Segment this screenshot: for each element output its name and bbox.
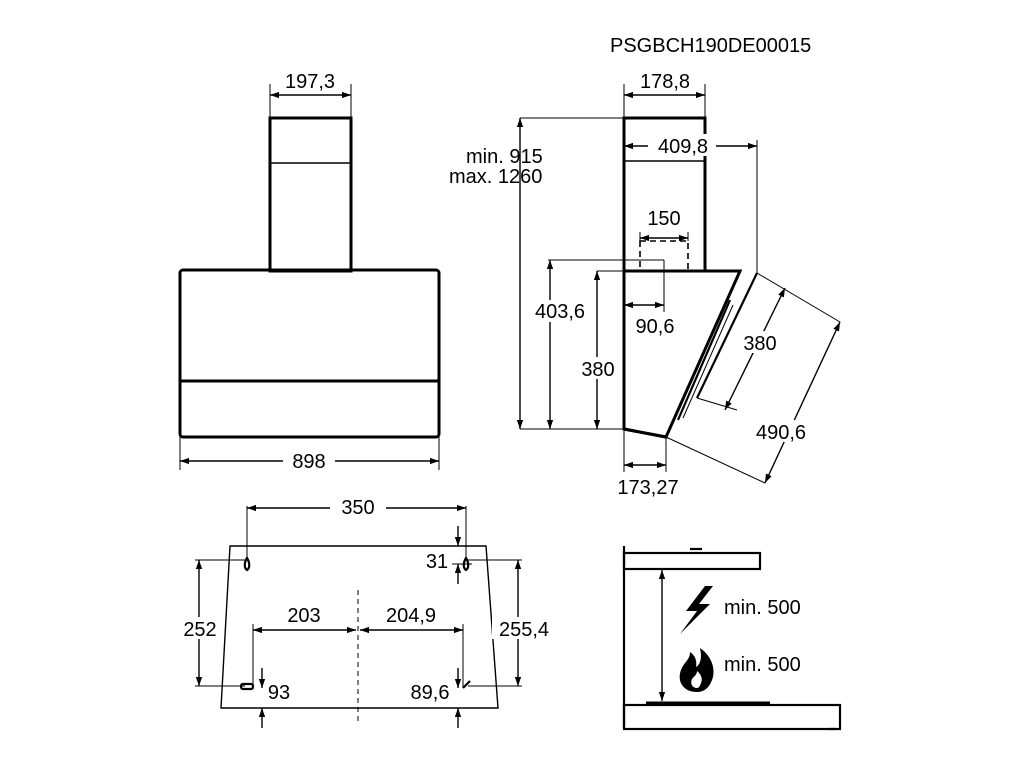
electric-clearance-label: min. 500 <box>724 597 801 619</box>
height-min-label: min. 915 <box>466 146 543 168</box>
panel-guide-top <box>756 272 841 323</box>
mounting-template-outline <box>220 545 499 709</box>
lightning-icon <box>680 586 713 634</box>
chimney-depth-label: 178,8 <box>640 71 690 93</box>
chimney-width-label: 197,3 <box>285 71 335 93</box>
document-code: PSGBCH190DE00015 <box>610 35 811 57</box>
canopy-height-label: 380 <box>581 359 614 381</box>
left-half-label: 203 <box>287 605 320 627</box>
label-mask <box>178 617 222 639</box>
label-mask <box>578 357 620 379</box>
canopy-total-height-label: 403,6 <box>535 301 585 323</box>
opened-panel-foot <box>696 397 738 411</box>
outlet-offset-label: 90,6 <box>636 316 675 338</box>
side-panel-edge <box>676 299 732 421</box>
total-width-label: 898 <box>292 451 325 473</box>
hole-spacing-label: 350 <box>341 497 374 519</box>
front-view: 197,3 898 <box>178 71 441 473</box>
left-bottom-offset-label: 93 <box>268 682 290 704</box>
mounting-hole-top-right <box>462 555 470 572</box>
panel-total-length-dimension <box>764 321 841 484</box>
panel-total-length-label: 490,6 <box>756 422 806 444</box>
front-hood-body <box>178 268 441 439</box>
label-mask <box>330 496 386 518</box>
panel-guide-bottom <box>665 436 766 484</box>
top-depth-label: 409,8 <box>658 136 708 158</box>
right-height-label: 255,4 <box>499 619 549 641</box>
right-half-label: 204,9 <box>386 605 436 627</box>
label-mask <box>748 420 814 442</box>
mounting-hole-top-left <box>243 555 251 572</box>
hood-block <box>622 551 762 571</box>
front-chimney <box>268 116 353 273</box>
flame-icon-core <box>691 671 702 688</box>
gas-clearance-label: min. 500 <box>724 654 801 676</box>
side-view: 178,8 409,8 min. 915 max. 1260 150 90,6 … <box>449 71 841 499</box>
mounting-view: 350 31 252 255,4 203 204,9 93 89,6 <box>178 496 556 728</box>
label-mask <box>283 449 335 471</box>
side-hood-bottom <box>623 427 667 439</box>
right-bottom-offset-label: 89,6 <box>411 682 450 704</box>
bottom-depth-label: 173,27 <box>617 477 678 499</box>
flame-icon <box>679 648 714 692</box>
label-mask <box>648 134 716 156</box>
hole-offset-label: 31 <box>426 551 448 573</box>
clearance-view: min. 500 min. 500 <box>622 546 842 731</box>
label-mask <box>528 300 592 322</box>
outlet-diameter-label: 150 <box>647 208 680 230</box>
label-mask <box>492 617 556 639</box>
panel-length-label: 380 <box>743 333 776 355</box>
side-panel-edge-inner <box>682 304 734 419</box>
mounting-hole-bottom-right <box>462 680 471 689</box>
cooktop-counter <box>622 703 842 731</box>
height-max-label: max. 1260 <box>449 166 542 188</box>
left-height-label: 252 <box>183 619 216 641</box>
